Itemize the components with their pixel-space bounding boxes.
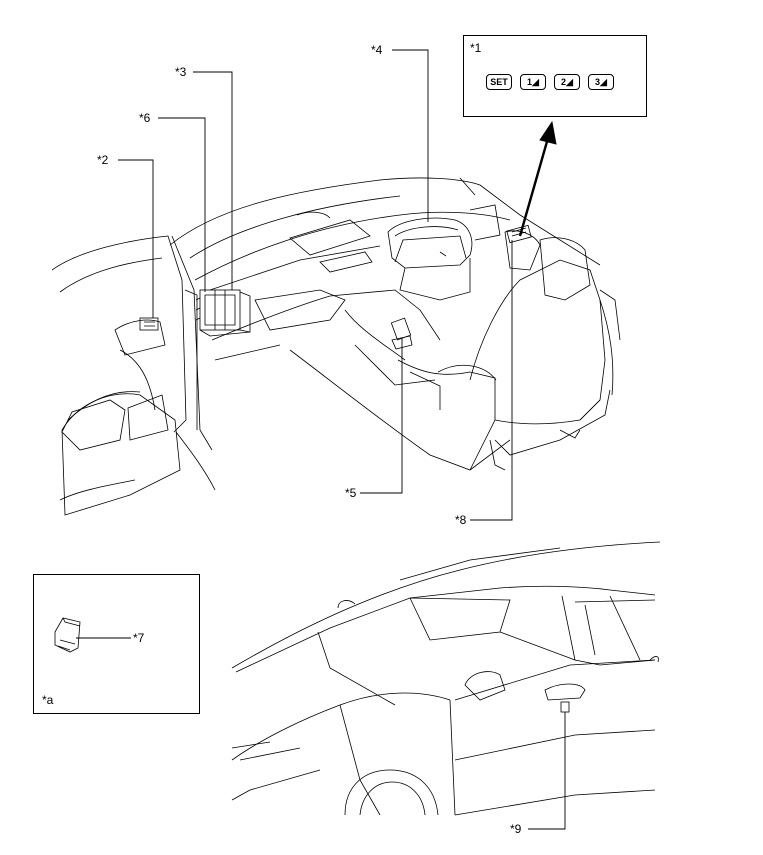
- callout-8: *8: [455, 513, 467, 527]
- callout-4: *4: [371, 43, 383, 57]
- memory-button-row: SET 1◢ 2◢ 3◢: [486, 74, 614, 90]
- memory-switch-inset: *1 SET 1◢ 2◢ 3◢: [463, 35, 647, 117]
- leader-lines-upper: [118, 49, 557, 521]
- memory-1-button: 1◢: [520, 74, 546, 90]
- callout-2: *2: [97, 153, 109, 167]
- part-7-inset: *a: [33, 574, 200, 714]
- callout-6: *6: [139, 111, 151, 125]
- part-7-illustration: [54, 617, 81, 653]
- callout-9: *9: [510, 822, 522, 836]
- exterior-illustration: [231, 541, 661, 816]
- interior-illustration: [51, 177, 621, 516]
- memory-2-button: 2◢: [554, 74, 580, 90]
- memory-3-button: 3◢: [588, 74, 614, 90]
- seat-icon: ◢: [532, 76, 539, 87]
- callout-7: *7: [133, 631, 145, 645]
- leader-lines-lower: [76, 637, 566, 830]
- seat-icon: ◢: [600, 76, 607, 87]
- callout-5: *5: [345, 486, 357, 500]
- callout-a-label: *a: [42, 693, 54, 707]
- callout-1-label: *1: [470, 41, 482, 55]
- set-button: SET: [486, 74, 512, 90]
- seat-icon: ◢: [566, 76, 573, 87]
- callout-3: *3: [175, 65, 187, 79]
